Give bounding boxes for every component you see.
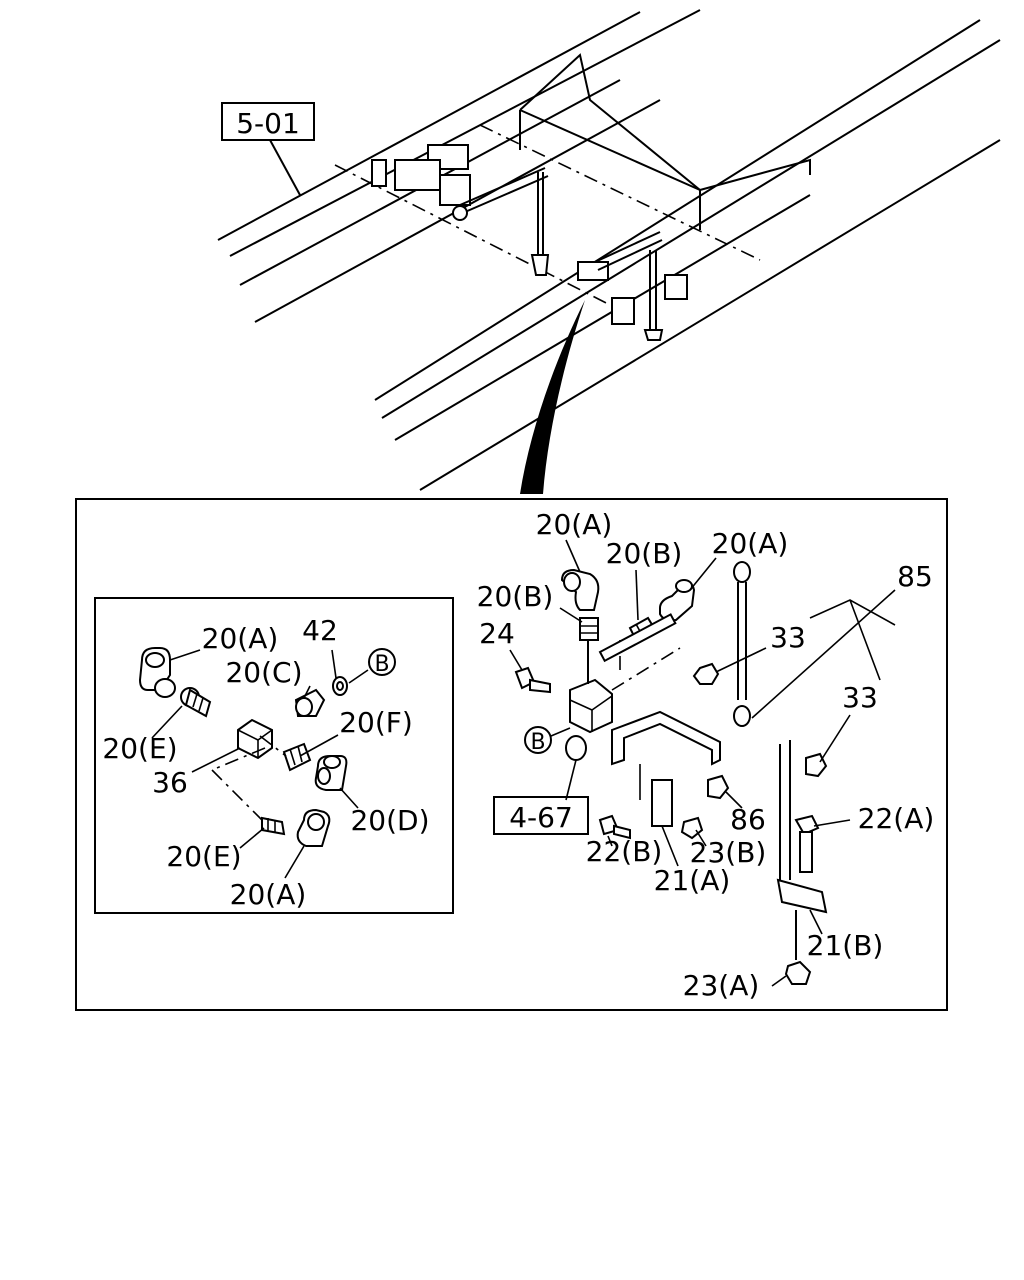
callout-24: 24	[479, 617, 515, 650]
reference-label-5-01: 5-01	[236, 107, 300, 140]
callout-22a: 22(A)	[858, 802, 935, 835]
circle-b-main	[524, 726, 552, 754]
detail-frame	[75, 498, 948, 1011]
chassis-overview	[217, 9, 1001, 494]
inset-frame	[94, 597, 454, 914]
callout-33-a: 33	[770, 621, 806, 654]
main-detail-parts	[509, 539, 896, 987]
callout-inset-20e-1: 20(E)	[102, 732, 177, 765]
circle-b-label-inset: B	[374, 652, 389, 677]
callout-inset-20a-2: 20(A)	[230, 878, 307, 911]
circle-b-inset	[368, 648, 396, 676]
callout-21b: 21(B)	[807, 929, 884, 962]
callout-20b-top: 20(B)	[606, 537, 683, 570]
callout-inset-20a-1: 20(A)	[202, 622, 279, 655]
callout-20a-top: 20(A)	[536, 508, 613, 541]
callout-23b: 23(B)	[690, 836, 767, 869]
callout-20b-left: 20(B)	[477, 580, 554, 613]
callout-inset-20f: 20(F)	[339, 706, 413, 739]
callout-33-b: 33	[842, 681, 878, 714]
callout-inset-20c: 20(C)	[225, 656, 302, 689]
callout-21a: 21(A)	[654, 864, 731, 897]
callout-22b: 22(B)	[586, 835, 663, 868]
callout-85: 85	[897, 560, 933, 593]
callout-inset-20e-2: 20(E)	[166, 840, 241, 873]
reference-box-5-01[interactable]	[221, 102, 315, 141]
callout-inset-36: 36	[152, 766, 188, 799]
callout-20a-right: 20(A)	[712, 527, 789, 560]
reference-box-4-67[interactable]	[493, 796, 589, 835]
circle-b-label-main: B	[530, 730, 545, 755]
callout-86: 86	[730, 803, 766, 836]
reference-label-4-67: 4-67	[509, 801, 573, 834]
callout-23a: 23(A)	[683, 969, 760, 1002]
callout-inset-42: 42	[302, 614, 338, 647]
inset-parts	[138, 647, 396, 879]
callout-inset-20d: 20(D)	[350, 804, 429, 837]
